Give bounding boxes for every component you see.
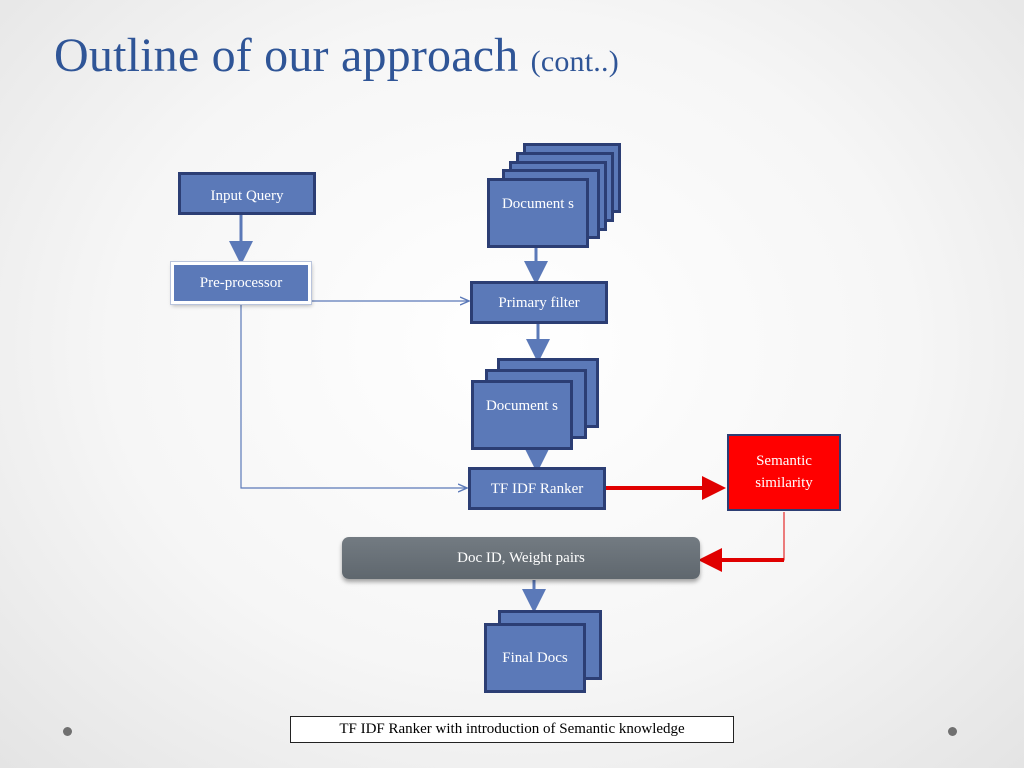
primary-filter-label: Primary filter xyxy=(498,294,580,311)
primary-filter-box: Primary filter xyxy=(470,281,608,324)
pre-processor-label: Pre-processor xyxy=(199,275,283,291)
pre-processor-box: Pre-processor xyxy=(171,262,311,304)
doc-id-weight-pairs-box: Doc ID, Weight pairs xyxy=(342,537,700,579)
slide-caption-text: TF IDF Ranker with introduction of Seman… xyxy=(339,721,685,737)
slide-title-suffix: (cont..) xyxy=(530,45,619,78)
documents-top-box: Document s xyxy=(487,178,589,248)
right-decorative-dot xyxy=(948,727,957,736)
slide-title-main: Outline of our approach xyxy=(54,29,519,82)
final-docs-box: Final Docs xyxy=(484,623,586,693)
semantic-similarity-label: Semantic similarity xyxy=(755,453,813,491)
tf-idf-ranker-label: TF IDF Ranker xyxy=(490,480,584,497)
doc-id-weight-pairs-label: Doc ID, Weight pairs xyxy=(457,549,585,566)
documents-top-label: Document s xyxy=(501,196,575,212)
left-decorative-dot xyxy=(63,727,72,736)
arrow-preprocessor-to-ranker xyxy=(240,304,466,488)
tf-idf-ranker-box: TF IDF Ranker xyxy=(468,467,606,510)
input-query-box: Input Query xyxy=(178,172,316,215)
input-query-label: Input Query xyxy=(210,188,284,204)
documents-mid-label: Document s xyxy=(485,398,559,414)
documents-mid-box: Document s xyxy=(471,380,573,450)
slide-caption: TF IDF Ranker with introduction of Seman… xyxy=(290,716,734,743)
semantic-similarity-box: Semantic similarity xyxy=(727,434,841,511)
slide-title: Outline of our approach (cont..) xyxy=(54,28,619,83)
final-docs-label: Final Docs xyxy=(502,650,568,666)
arrow-semantic-to-pairs xyxy=(708,512,785,561)
